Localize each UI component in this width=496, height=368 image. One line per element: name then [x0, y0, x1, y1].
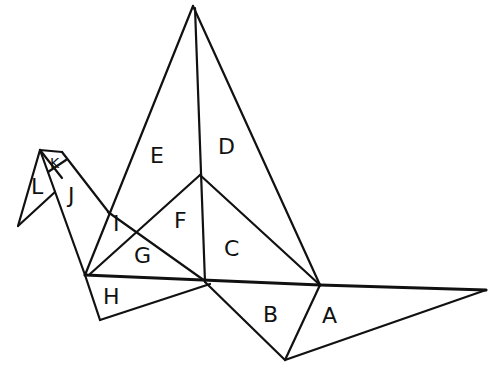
region-letter: E	[150, 145, 164, 167]
region-letter: L	[31, 176, 43, 198]
region-letter: A	[322, 305, 337, 327]
region-letter: C	[224, 238, 239, 260]
region-letter: H	[103, 286, 120, 308]
region-letter: J	[68, 185, 75, 207]
region-letter: F	[174, 210, 187, 232]
region-letter: G	[134, 245, 151, 267]
region-letter: I	[113, 213, 120, 235]
region-letter: K	[50, 156, 59, 170]
region-letter: B	[263, 304, 278, 326]
region-letter: D	[218, 136, 235, 158]
